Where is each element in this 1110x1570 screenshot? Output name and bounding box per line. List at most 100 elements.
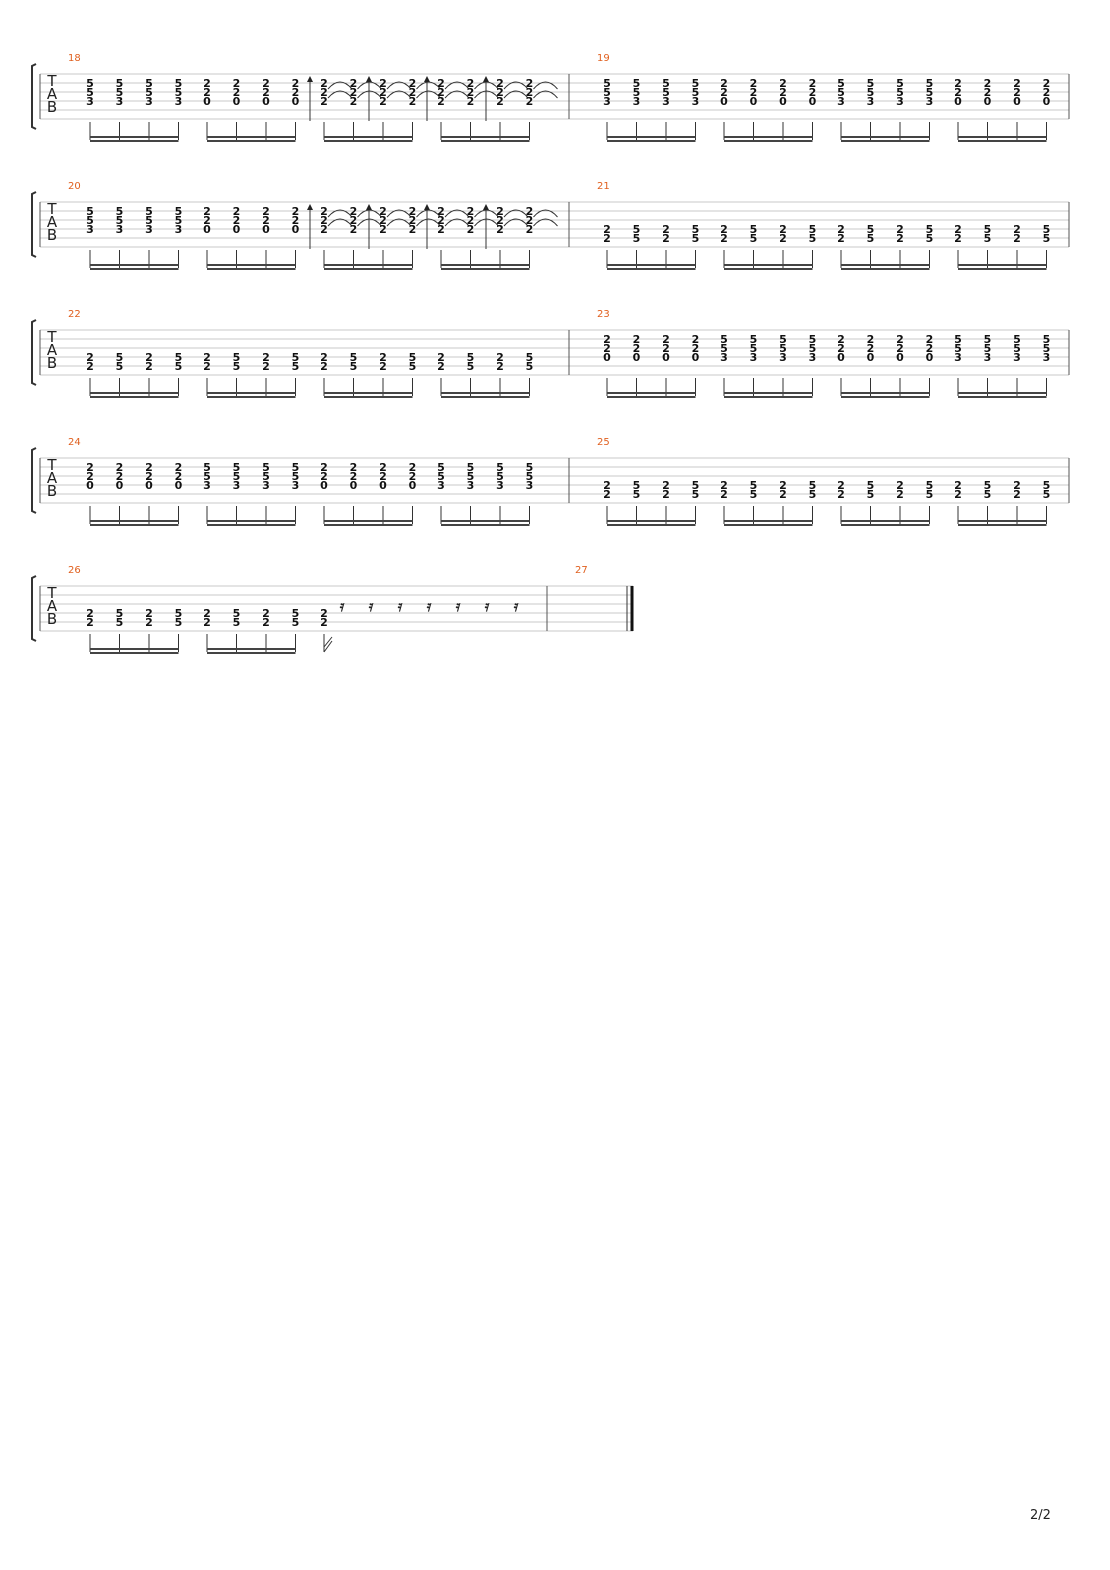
fret-number: 0 xyxy=(750,95,758,108)
fret-number: 5 xyxy=(926,223,934,236)
fret-number: 5 xyxy=(926,77,934,90)
fret-number: 2 xyxy=(837,342,845,355)
fret-number: 5 xyxy=(86,86,94,99)
beam xyxy=(324,524,413,526)
fret-number: 2 xyxy=(467,77,475,90)
fret-number: 2 xyxy=(203,616,211,629)
tab-clef-letter: T xyxy=(46,328,57,346)
fret-number: 2 xyxy=(379,77,387,90)
fret-number: 2 xyxy=(320,205,328,218)
fret-number: 5 xyxy=(526,360,534,373)
fret-number: 2 xyxy=(837,479,845,492)
beam xyxy=(958,520,1047,522)
fret-number: 2 xyxy=(86,470,94,483)
fret-number: 2 xyxy=(603,232,611,245)
fret-number: 2 xyxy=(437,214,445,227)
fret-number: 0 xyxy=(116,479,124,492)
fret-number: 2 xyxy=(954,86,962,99)
note-flag xyxy=(323,636,333,653)
fret-number: 2 xyxy=(292,205,300,218)
fret-number: 5 xyxy=(809,488,817,501)
fret-number: 0 xyxy=(203,223,211,236)
measure-number: 27 xyxy=(575,565,588,576)
fret-number: 3 xyxy=(1043,351,1051,364)
fret-number: 2 xyxy=(116,461,124,474)
fret-number: 5 xyxy=(926,488,934,501)
fret-number: 5 xyxy=(662,77,670,90)
fret-number: 2 xyxy=(720,488,728,501)
fret-number: 0 xyxy=(692,351,700,364)
fret-number: 5 xyxy=(145,86,153,99)
beam xyxy=(207,520,296,522)
tab-clef-letter: B xyxy=(47,226,57,244)
beam xyxy=(841,140,930,142)
fret-number: 3 xyxy=(496,479,504,492)
fret-number: 5 xyxy=(867,232,875,245)
fret-number: 2 xyxy=(409,95,417,108)
fret-number: 5 xyxy=(750,342,758,355)
measure-number: 18 xyxy=(68,53,81,64)
tab-clef-letter: T xyxy=(46,72,57,90)
system-bracket xyxy=(31,575,37,642)
fret-number: 2 xyxy=(526,214,534,227)
fret-number: 2 xyxy=(779,77,787,90)
fret-number: 2 xyxy=(603,223,611,236)
fret-number: 2 xyxy=(292,77,300,90)
beam xyxy=(841,524,930,526)
fret-number: 5 xyxy=(603,77,611,90)
fret-number: 2 xyxy=(779,488,787,501)
fret-number: 2 xyxy=(603,342,611,355)
fret-number: 2 xyxy=(203,86,211,99)
fret-number: 2 xyxy=(409,461,417,474)
rest-symbol: 𝄿 xyxy=(339,597,345,615)
fret-number: 2 xyxy=(896,232,904,245)
fret-number: 2 xyxy=(496,86,504,99)
fret-number: 2 xyxy=(409,205,417,218)
fret-number: 5 xyxy=(175,77,183,90)
beam xyxy=(841,268,930,270)
fret-number: 2 xyxy=(837,232,845,245)
fret-number: 2 xyxy=(116,470,124,483)
fret-number: 5 xyxy=(633,86,641,99)
fret-number: 2 xyxy=(175,461,183,474)
fret-number: 3 xyxy=(203,479,211,492)
measure-number: 22 xyxy=(68,309,81,320)
fret-number: 2 xyxy=(837,333,845,346)
fret-number: 5 xyxy=(1043,488,1051,501)
beam xyxy=(607,264,696,266)
fret-number: 5 xyxy=(1043,333,1051,346)
fret-number: 0 xyxy=(633,351,641,364)
beam xyxy=(90,524,179,526)
fret-number: 2 xyxy=(379,214,387,227)
fret-number: 2 xyxy=(526,223,534,236)
fret-number: 5 xyxy=(692,86,700,99)
fret-number: 2 xyxy=(350,86,358,99)
fret-number: 3 xyxy=(662,95,670,108)
fret-number: 0 xyxy=(379,479,387,492)
fret-number: 2 xyxy=(320,607,328,620)
strum-arrow-head xyxy=(483,204,489,210)
fret-number: 2 xyxy=(954,479,962,492)
fret-number: 5 xyxy=(662,86,670,99)
fret-number: 2 xyxy=(603,333,611,346)
fret-number: 2 xyxy=(779,223,787,236)
tie-arc xyxy=(416,90,441,99)
fret-number: 2 xyxy=(496,77,504,90)
fret-number: 5 xyxy=(720,342,728,355)
strum-arrow-head xyxy=(424,76,430,82)
fret-number: 5 xyxy=(175,616,183,629)
fret-number: 5 xyxy=(496,461,504,474)
system-bracket xyxy=(31,191,37,258)
fret-number: 2 xyxy=(720,86,728,99)
fret-number: 3 xyxy=(837,95,845,108)
fret-number: 2 xyxy=(926,333,934,346)
beam xyxy=(90,264,179,266)
fret-number: 3 xyxy=(175,95,183,108)
beam xyxy=(841,136,930,138)
fret-number: 2 xyxy=(837,488,845,501)
tie-arc xyxy=(386,218,412,227)
tab-clef-letter: A xyxy=(47,469,58,487)
beam xyxy=(607,140,696,142)
fret-number: 2 xyxy=(954,77,962,90)
fret-number: 2 xyxy=(1013,77,1021,90)
